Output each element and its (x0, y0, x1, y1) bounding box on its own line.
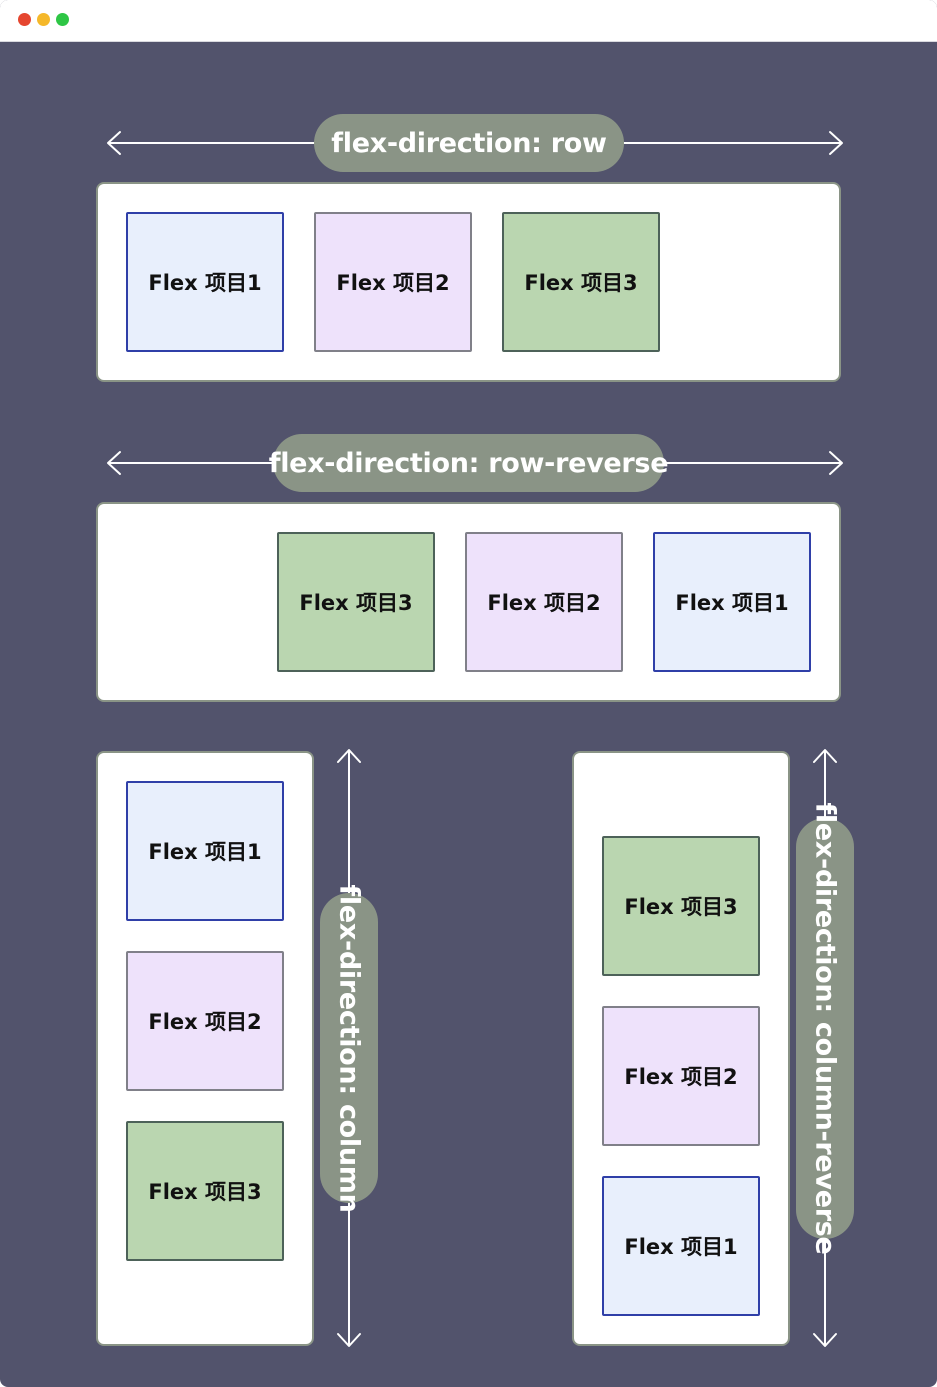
column-reverse-flex-item-1: Flex 项目1 (602, 1176, 760, 1316)
maximize-window-icon[interactable] (56, 13, 69, 26)
title-bar (0, 0, 937, 42)
row-container: Flex 项目1 Flex 项目2 Flex 项目3 (96, 182, 841, 382)
row-reverse-flex-item-1: Flex 项目1 (653, 532, 811, 672)
column-reverse-direction-label: flex-direction: column-reverse (796, 802, 854, 1255)
column-flex-item-2: Flex 项目2 (126, 951, 284, 1091)
row-direction-label: flex-direction: row (314, 114, 624, 172)
row-reverse-flex-item-2: Flex 项目2 (465, 532, 623, 672)
column-direction-label-text: flex-direction: column (333, 883, 365, 1213)
column-direction-label: flex-direction: column (320, 884, 378, 1212)
column-reverse-flex-item-2: Flex 项目2 (602, 1006, 760, 1146)
row-reverse-container: Flex 项目3 Flex 项目2 Flex 项目1 (96, 502, 841, 702)
row-flex-item-2: Flex 项目2 (314, 212, 472, 352)
column-reverse-direction-label-text: flex-direction: column-reverse (809, 802, 841, 1255)
minimize-window-icon[interactable] (37, 13, 50, 26)
column-container: Flex 项目1 Flex 项目2 Flex 项目3 (96, 751, 314, 1346)
column-flex-item-3: Flex 项目3 (126, 1121, 284, 1261)
column-reverse-flex-item-3: Flex 项目3 (602, 836, 760, 976)
close-window-icon[interactable] (18, 13, 31, 26)
column-flex-item-1: Flex 项目1 (126, 781, 284, 921)
row-flex-item-1: Flex 项目1 (126, 212, 284, 352)
column-reverse-container: Flex 项目3 Flex 项目2 Flex 项目1 (572, 751, 790, 1346)
row-flex-item-3: Flex 项目3 (502, 212, 660, 352)
row-reverse-direction-label: flex-direction: row-reverse (269, 434, 669, 492)
row-reverse-flex-item-3: Flex 项目3 (277, 532, 435, 672)
